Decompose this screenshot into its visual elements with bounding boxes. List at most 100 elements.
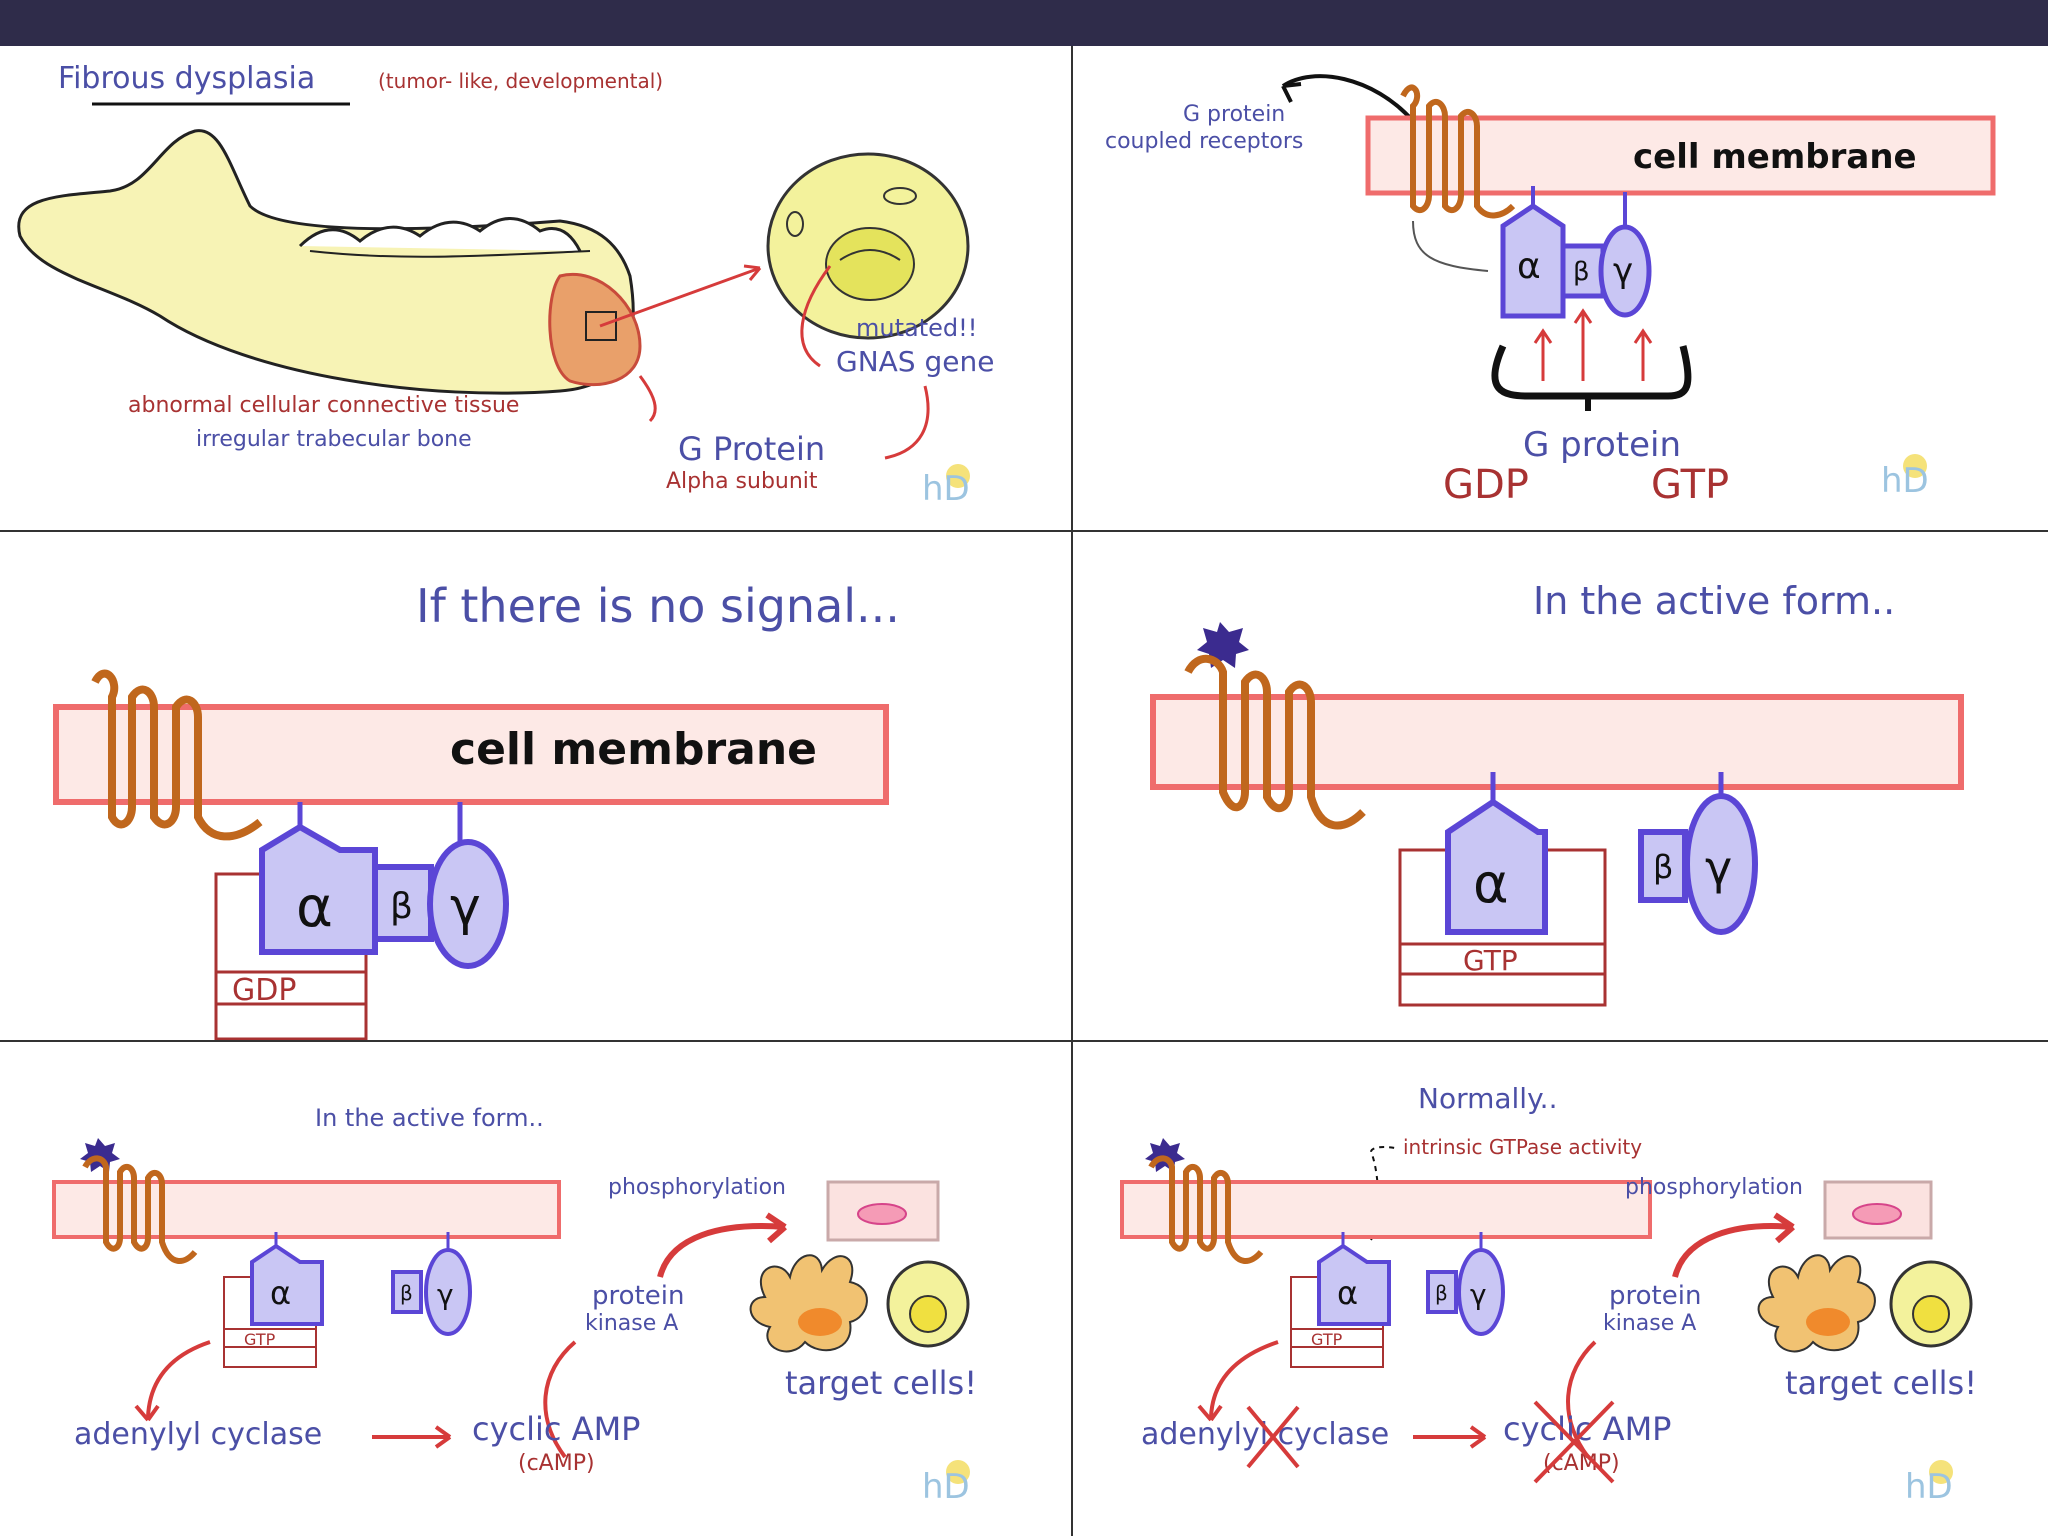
logo: hD: [922, 1460, 970, 1507]
panel-gpcr-overview: G protein coupled receptors cell membran…: [1073, 46, 2048, 530]
label-receptors-line1: G protein: [1183, 102, 1285, 127]
label-gnas-gene: GNAS gene: [836, 345, 994, 378]
g-protein-complex: α β γ: [259, 802, 509, 969]
gamma-label: γ: [1705, 841, 1732, 895]
gtp-box: [1290, 1328, 1384, 1348]
divider-vertical: [1071, 46, 1073, 1536]
arrow-to-gprotein: [884, 385, 930, 460]
phosphorylation-arrow: [657, 1223, 786, 1278]
heading-no-signal: If there is no signal...: [416, 579, 900, 633]
arrow-to-cell: [599, 266, 761, 328]
heading-active-form: In the active form..: [315, 1104, 544, 1132]
beta-gamma-complex: β γ: [1638, 772, 1758, 935]
gtp-box: [223, 1328, 317, 1348]
label-cell-membrane: cell membrane: [450, 724, 817, 775]
logo-text: hD: [922, 1467, 970, 1507]
arrow-head: [743, 264, 762, 281]
label-pka-line1: protein: [592, 1281, 684, 1311]
cell-membrane: [1120, 1180, 1652, 1239]
upward-arrows: [1533, 308, 1653, 381]
target-cell-yellow: [886, 1260, 970, 1348]
panel-no-signal: If there is no signal... cell membrane G…: [0, 532, 1071, 1040]
label-pka-line1: protein: [1609, 1281, 1701, 1311]
label-target-cells: target cells!: [785, 1364, 977, 1402]
gtp-box: [1398, 942, 1607, 976]
gpcr-receptor: [1400, 84, 1516, 219]
arrow-head: [434, 1425, 452, 1449]
lightbulb-icon: [1929, 1460, 1953, 1484]
panel-signaling-cascade: In the active form.. GTP α β γ phosphory…: [0, 1042, 1071, 1536]
panel-normal-regulation: Normally.. intrinsic GTPase activity GTP…: [1073, 1042, 2048, 1536]
beta-label: β: [400, 1281, 413, 1305]
divider-horizontal-1: [0, 530, 2048, 532]
gpcr-receptor: [82, 1155, 198, 1264]
label-mutated: mutated!!: [856, 314, 977, 342]
arrow-head: [1773, 1212, 1795, 1244]
arrow-to-tissue: [638, 375, 657, 423]
alpha-to-ac-arrow: [146, 1340, 211, 1418]
gamma-label: γ: [450, 877, 481, 937]
label-gdp: GDP: [1443, 462, 1529, 508]
label-phosphorylation: phosphorylation: [1625, 1175, 1803, 1200]
logo-text: hD: [1881, 461, 1929, 501]
target-cell-yellow: [1889, 1260, 1973, 1348]
gamma-subunit: [427, 839, 509, 969]
alpha-label: α: [1473, 852, 1509, 915]
label-gtp: GTP: [1311, 1330, 1343, 1349]
target-cell-pink: [1823, 1180, 1933, 1240]
label-g-protein: G Protein: [678, 430, 825, 468]
arrow-head: [134, 1404, 160, 1422]
target-cell-osteoblast: [749, 1254, 868, 1353]
alpha-free: α: [250, 1232, 324, 1326]
label-gtp: GTP: [1651, 462, 1729, 508]
beta-subunit: [1426, 1270, 1458, 1314]
beta-gamma-complex: β γ: [391, 1232, 472, 1336]
gpcr-receptor: [1184, 654, 1366, 830]
mandible-illustration: [17, 129, 642, 395]
arrow-head: [1197, 1404, 1223, 1422]
panel1-title-note: (tumor- like, developmental): [378, 69, 663, 93]
gamma-label: γ: [437, 1278, 454, 1311]
heading-active-form: In the active form..: [1533, 579, 1895, 623]
panel-fibrous-dysplasia: Fibrous dysplasia (tumor- like, developm…: [0, 46, 1071, 530]
label-camp-abbr: (cAMP): [518, 1451, 595, 1476]
alpha-free: α: [1445, 772, 1548, 935]
cell-membrane: [1150, 694, 1964, 790]
phosphorylation-arrow: [1672, 1223, 1794, 1278]
top-bar: [0, 0, 2048, 46]
camp-to-pka-arrow: [543, 1340, 577, 1459]
camp-to-pka-arrow: [1566, 1340, 1597, 1459]
label-alpha-subunit: Alpha subunit: [666, 469, 818, 494]
target-cell-osteoblast: [1757, 1254, 1876, 1353]
cross-adenylyl: [1246, 1405, 1300, 1469]
lightbulb-icon: [946, 1460, 970, 1484]
label-bone: irregular trabecular bone: [196, 427, 472, 452]
gdp-box: [214, 970, 368, 1006]
gpcr-receptor: [91, 669, 263, 841]
gamma-label: γ: [1613, 251, 1633, 291]
alpha-free: α: [1317, 1232, 1391, 1326]
lightbulb-icon: [1903, 454, 1927, 478]
receptor-link-arrow: [1412, 220, 1489, 272]
label-gdp: GDP: [232, 973, 296, 1008]
g-protein-complex: α β γ: [1500, 186, 1652, 319]
label-gtp: GTP: [1463, 944, 1518, 977]
label-cell-membrane: cell membrane: [1633, 137, 1917, 177]
beta-gamma-complex: β γ: [1426, 1232, 1505, 1336]
alpha-label: α: [1517, 246, 1541, 287]
label-g-protein: G protein: [1523, 425, 1681, 465]
gamma-label: γ: [1470, 1278, 1487, 1311]
arrow-head: [765, 1212, 787, 1244]
cell-illustration: [766, 152, 970, 340]
target-cell-pink-nucleus: [857, 1203, 907, 1225]
beta-subunit: [1638, 829, 1688, 903]
panel1-title: Fibrous dysplasia: [58, 61, 315, 96]
arrow-head: [1281, 82, 1302, 103]
label-target-cells: target cells!: [1785, 1364, 1977, 1402]
alpha-label: α: [296, 875, 333, 940]
receptor-arrow: [1281, 74, 1415, 123]
signal-ligand: [80, 1138, 120, 1172]
cell-membrane: [52, 1180, 561, 1239]
logo: hD: [922, 464, 970, 509]
arrow-to-gene: [800, 265, 832, 368]
